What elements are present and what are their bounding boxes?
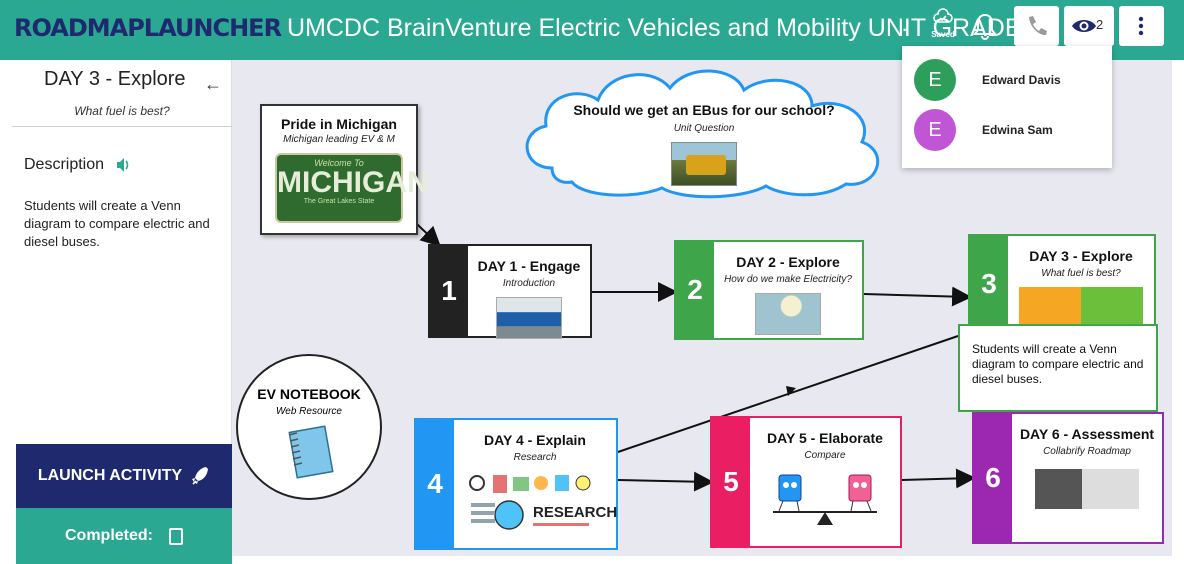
cloud-shape	[525, 69, 880, 199]
plate-bottom-text: The Great Lakes State	[303, 198, 375, 205]
connector-lines	[401, 209, 976, 492]
day-3-card[interactable]: 3 DAY 3 - Explore What fuel is best?	[968, 234, 1156, 334]
day-5-title: DAY 5 - Elaborate	[767, 430, 883, 446]
launch-activity-button[interactable]: LAUNCH ACTIVITY	[16, 444, 232, 508]
sidebar-day-title: DAY 3 - Explore	[44, 68, 186, 90]
speaker-icon[interactable]	[115, 156, 131, 179]
ev-notebook-card[interactable]: EV NOTEBOOK Web Resource	[236, 354, 382, 500]
school-bus-image	[671, 142, 737, 186]
unit-question-title: Should we get an EBus for our school?	[573, 102, 835, 118]
saved-label: Saved	[931, 30, 955, 39]
research-word: RESEARCH	[533, 504, 617, 521]
fuel-comparison-image	[1019, 287, 1143, 329]
day-2-number: 2	[676, 242, 714, 338]
unit-question-subtitle: Unit Question	[673, 123, 735, 134]
eye-icon	[1072, 20, 1096, 32]
bell-icon	[973, 13, 997, 40]
viewer-name: Edwina Sam	[982, 123, 1053, 137]
electric-bus-image	[496, 297, 562, 339]
balance-compare-image	[773, 474, 877, 525]
divider	[12, 126, 232, 127]
day-4-number: 4	[416, 420, 454, 548]
day-3-title: DAY 3 - Explore	[1029, 248, 1133, 264]
completed-label: Completed:	[65, 527, 153, 544]
viewers-button[interactable]: 2	[1064, 6, 1114, 46]
day-1-card[interactable]: 1 DAY 1 - Engage Introduction	[428, 244, 592, 339]
phone-icon	[1029, 16, 1047, 36]
brand-logo[interactable]: ROADMAPLAUNCHER	[14, 14, 282, 42]
day-2-title: DAY 2 - Explore	[736, 254, 840, 270]
back-arrow-icon[interactable]: ←	[204, 74, 222, 94]
day-3-subtitle: What fuel is best?	[1041, 268, 1121, 279]
pride-card[interactable]: Pride in Michigan Michigan leading EV & …	[260, 104, 429, 235]
rocket-icon	[192, 467, 209, 485]
more-vert-icon	[1138, 16, 1144, 36]
page-title: UMCDC BrainVenture Electric Vehicles and…	[287, 14, 1043, 42]
pride-title: Pride in Michigan	[281, 116, 397, 132]
day-1-number: 1	[430, 246, 468, 336]
avatar: E	[914, 109, 956, 151]
day-4-subtitle: Research	[513, 452, 557, 463]
day-6-number: 6	[974, 414, 1012, 542]
day-6-title: DAY 6 - Assessment	[1019, 426, 1155, 442]
day-6-subtitle: Collabrify Roadmap	[1043, 446, 1131, 457]
viewer-item[interactable]: E Edward Davis	[914, 58, 1061, 102]
day-6-card[interactable]: 6 DAY 6 - Assessment Collabrify Roadmap	[972, 412, 1164, 544]
day-1-title: DAY 1 - Engage	[477, 258, 581, 274]
top-bar: ROADMAPLAUNCHER UMCDC BrainVenture Elect…	[0, 0, 1184, 60]
day-2-subtitle: How do we make Electricity?	[724, 274, 852, 285]
title-separator: ·	[901, 16, 909, 41]
unit-question-card[interactable]: Should we get an EBus for our school? Un…	[512, 102, 896, 186]
viewer-item[interactable]: E Edwina Sam	[914, 108, 1053, 152]
completed-checkbox[interactable]	[169, 527, 183, 545]
day-5-subtitle: Compare	[804, 450, 846, 461]
cloud-check-icon	[933, 8, 953, 23]
day-5-card[interactable]: 5 DAY 5 - Elaborate Compare	[710, 416, 902, 548]
roadmap-canvas[interactable]: Pride in Michigan Michigan leading EV & …	[232, 60, 1172, 556]
avatar: E	[914, 59, 956, 101]
notebook-title: EV NOTEBOOK	[257, 386, 361, 402]
day-4-card[interactable]: 4 DAY 4 - Explain Research RESEARCH	[414, 418, 618, 550]
call-button[interactable]	[1014, 6, 1059, 46]
description-text: Students will create a Venn diagram to c…	[24, 198, 210, 249]
day-5-number: 5	[712, 418, 750, 546]
viewer-name: Edward Davis	[982, 73, 1061, 87]
description-heading: Description	[24, 156, 105, 173]
lightbulb-experiment-image	[755, 293, 821, 335]
viewers-dropdown: E Edward Davis E Edwina Sam	[902, 46, 1112, 168]
activity-sidebar: DAY 3 - Explore ← What fuel is best? Des…	[12, 60, 232, 564]
day-3-description-tooltip: Students will create a Venn diagram to c…	[958, 324, 1158, 412]
day-3-number: 3	[970, 236, 1008, 332]
plate-main-text: MICHIGAN	[277, 166, 429, 199]
more-options-button[interactable]	[1119, 6, 1164, 46]
plate-top-text: Welcome To	[314, 158, 364, 168]
saved-status: Saved	[926, 8, 960, 48]
day-4-title: DAY 4 - Explain	[484, 432, 586, 448]
day-2-card[interactable]: 2 DAY 2 - Explore How do we make Electri…	[674, 240, 864, 340]
research-collage-image: RESEARCH	[465, 471, 617, 539]
notifications-button[interactable]	[970, 10, 1000, 44]
pride-subtitle: Michigan leading EV & M	[283, 134, 395, 145]
launch-label: LAUNCH ACTIVITY	[37, 467, 183, 484]
completed-toggle[interactable]: Completed:	[16, 508, 232, 564]
sidebar-subtitle: What fuel is best?	[74, 104, 170, 118]
notebook-subtitle: Web Resource	[276, 406, 342, 417]
viewer-count: 2	[1096, 17, 1104, 32]
roadmap-screenshot-image	[1035, 469, 1139, 509]
notebook-icon	[288, 425, 334, 479]
day-1-subtitle: Introduction	[502, 278, 556, 289]
michigan-plate-image: Welcome To MICHIGAN The Great Lakes Stat…	[275, 153, 429, 223]
